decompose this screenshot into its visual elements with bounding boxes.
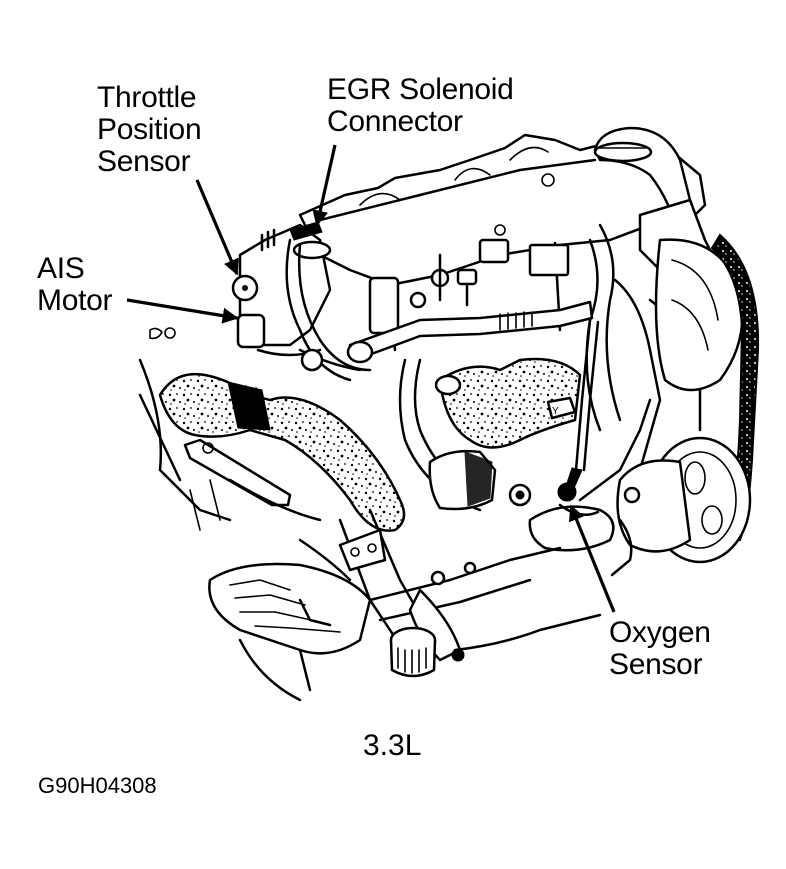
oxygen-sensor-leader <box>568 504 616 613</box>
throttle-position-sensor-label: Throttle Position Sensor <box>97 81 202 178</box>
egr-solenoid-connector-label: EGR Solenoid Connector <box>327 74 514 138</box>
left-frame <box>138 327 322 531</box>
valve-cover <box>298 133 707 352</box>
label-line: Connector <box>327 105 463 138</box>
label-line: EGR Solenoid <box>327 73 514 106</box>
oxygen-sensor-part <box>528 318 615 552</box>
label-line: Sensor <box>97 145 191 178</box>
exhaust-manifold: Y <box>398 357 582 512</box>
filter-canister <box>389 626 465 678</box>
starter <box>428 449 532 511</box>
throttle-position-sensor-leader <box>195 179 239 276</box>
figure-id: G90H04308 <box>38 773 157 798</box>
oxygen-sensor-label: Oxygen Sensor <box>609 617 711 681</box>
label-line: Oxygen <box>609 616 711 649</box>
ais-motor-label: AIS Motor <box>37 253 112 317</box>
label-line: Motor <box>37 284 113 317</box>
tire <box>208 562 372 702</box>
label-line: Position <box>97 113 202 146</box>
throttle-body <box>231 221 372 382</box>
power-steering-pump <box>578 398 752 577</box>
leader-lines <box>126 144 616 613</box>
egr-solenoid-connector-leader <box>312 144 337 227</box>
label-line: AIS <box>37 252 85 285</box>
engine-size-caption: 3.3L <box>363 729 422 762</box>
label-line: Sensor <box>609 648 703 681</box>
ais-motor-leader <box>126 298 239 324</box>
crossmember <box>298 508 602 662</box>
svg-text:Y: Y <box>552 406 559 417</box>
intake-tubes <box>298 300 594 372</box>
label-line: Throttle <box>97 81 197 114</box>
air-intake-hose <box>158 372 406 532</box>
